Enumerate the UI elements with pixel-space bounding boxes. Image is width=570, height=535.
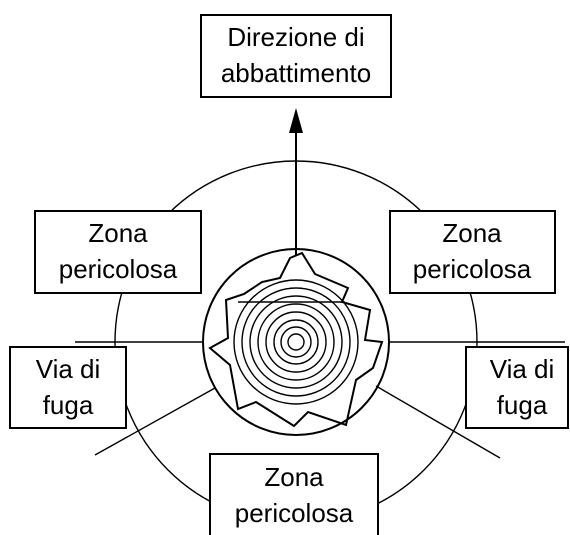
danger-zone-right-line2: pericolosa	[413, 254, 532, 284]
escape-line-left	[94, 387, 216, 456]
growth-ring	[280, 326, 312, 358]
danger-zone-right-line1: Zona	[442, 218, 502, 248]
escape-route-right-label: Via di fuga	[465, 346, 569, 429]
danger-zone-bottom-line2: pericolosa	[235, 498, 354, 528]
growth-ring	[241, 287, 351, 397]
felling-direction-arrowhead	[289, 108, 303, 133]
escape-route-left-label: Via di fuga	[9, 346, 127, 429]
felling-direction-line1: Direzione di	[227, 22, 364, 52]
danger-zone-left-line2: pericolosa	[59, 254, 178, 284]
growth-ring	[265, 311, 327, 373]
trunk-cross-section	[208, 251, 384, 428]
stump-outer-ring	[202, 248, 390, 436]
escape-route-left-line1: Via di	[36, 354, 101, 384]
growth-ring	[233, 279, 359, 405]
growth-ring	[273, 319, 319, 365]
danger-zone-left-label: Zona pericolosa	[34, 210, 202, 294]
growth-ring	[257, 303, 335, 381]
danger-zone-left-line1: Zona	[88, 218, 148, 248]
growth-rings	[233, 279, 359, 405]
felling-direction-label: Direzione di abbattimento	[200, 14, 392, 98]
growth-ring	[249, 295, 343, 389]
escape-route-right-line2: fuga	[497, 390, 548, 420]
escape-line-right	[375, 385, 501, 459]
danger-zone-bottom-line1: Zona	[264, 462, 324, 492]
escape-route-left-line2: fuga	[43, 390, 94, 420]
felling-direction-line2: abbattimento	[221, 58, 371, 88]
danger-zone-bottom-label: Zona pericolosa	[209, 453, 379, 535]
growth-ring	[287, 333, 305, 351]
escape-route-right-line1: Via di	[490, 354, 555, 384]
danger-zone-right-label: Zona pericolosa	[389, 210, 556, 294]
